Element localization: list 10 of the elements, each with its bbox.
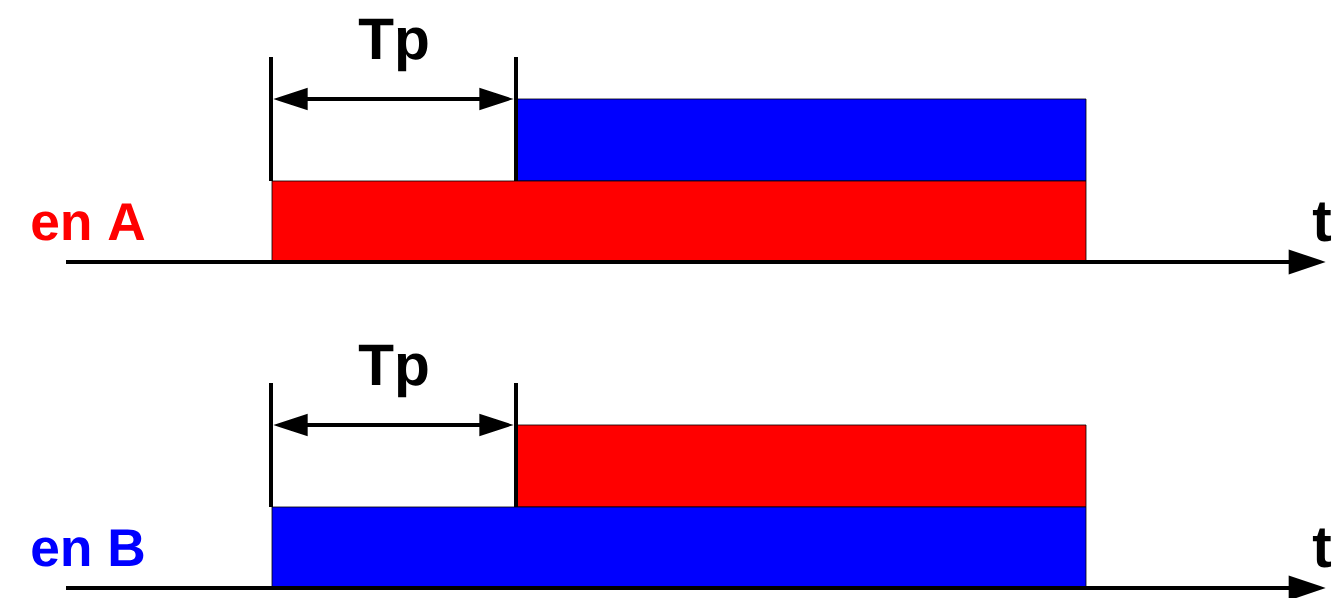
signal-bar — [515, 98, 1087, 182]
signal-label: en A — [32, 203, 145, 241]
signal-label: en B — [32, 529, 144, 567]
dimension-label: Tp — [358, 18, 428, 72]
signal-bar — [271, 506, 1087, 589]
axis-label: t — [1312, 528, 1331, 568]
signal-bar — [515, 424, 1087, 508]
signal-bar — [271, 180, 1087, 263]
axis-label: t — [1312, 202, 1331, 242]
dimension-label: Tp — [358, 344, 428, 398]
